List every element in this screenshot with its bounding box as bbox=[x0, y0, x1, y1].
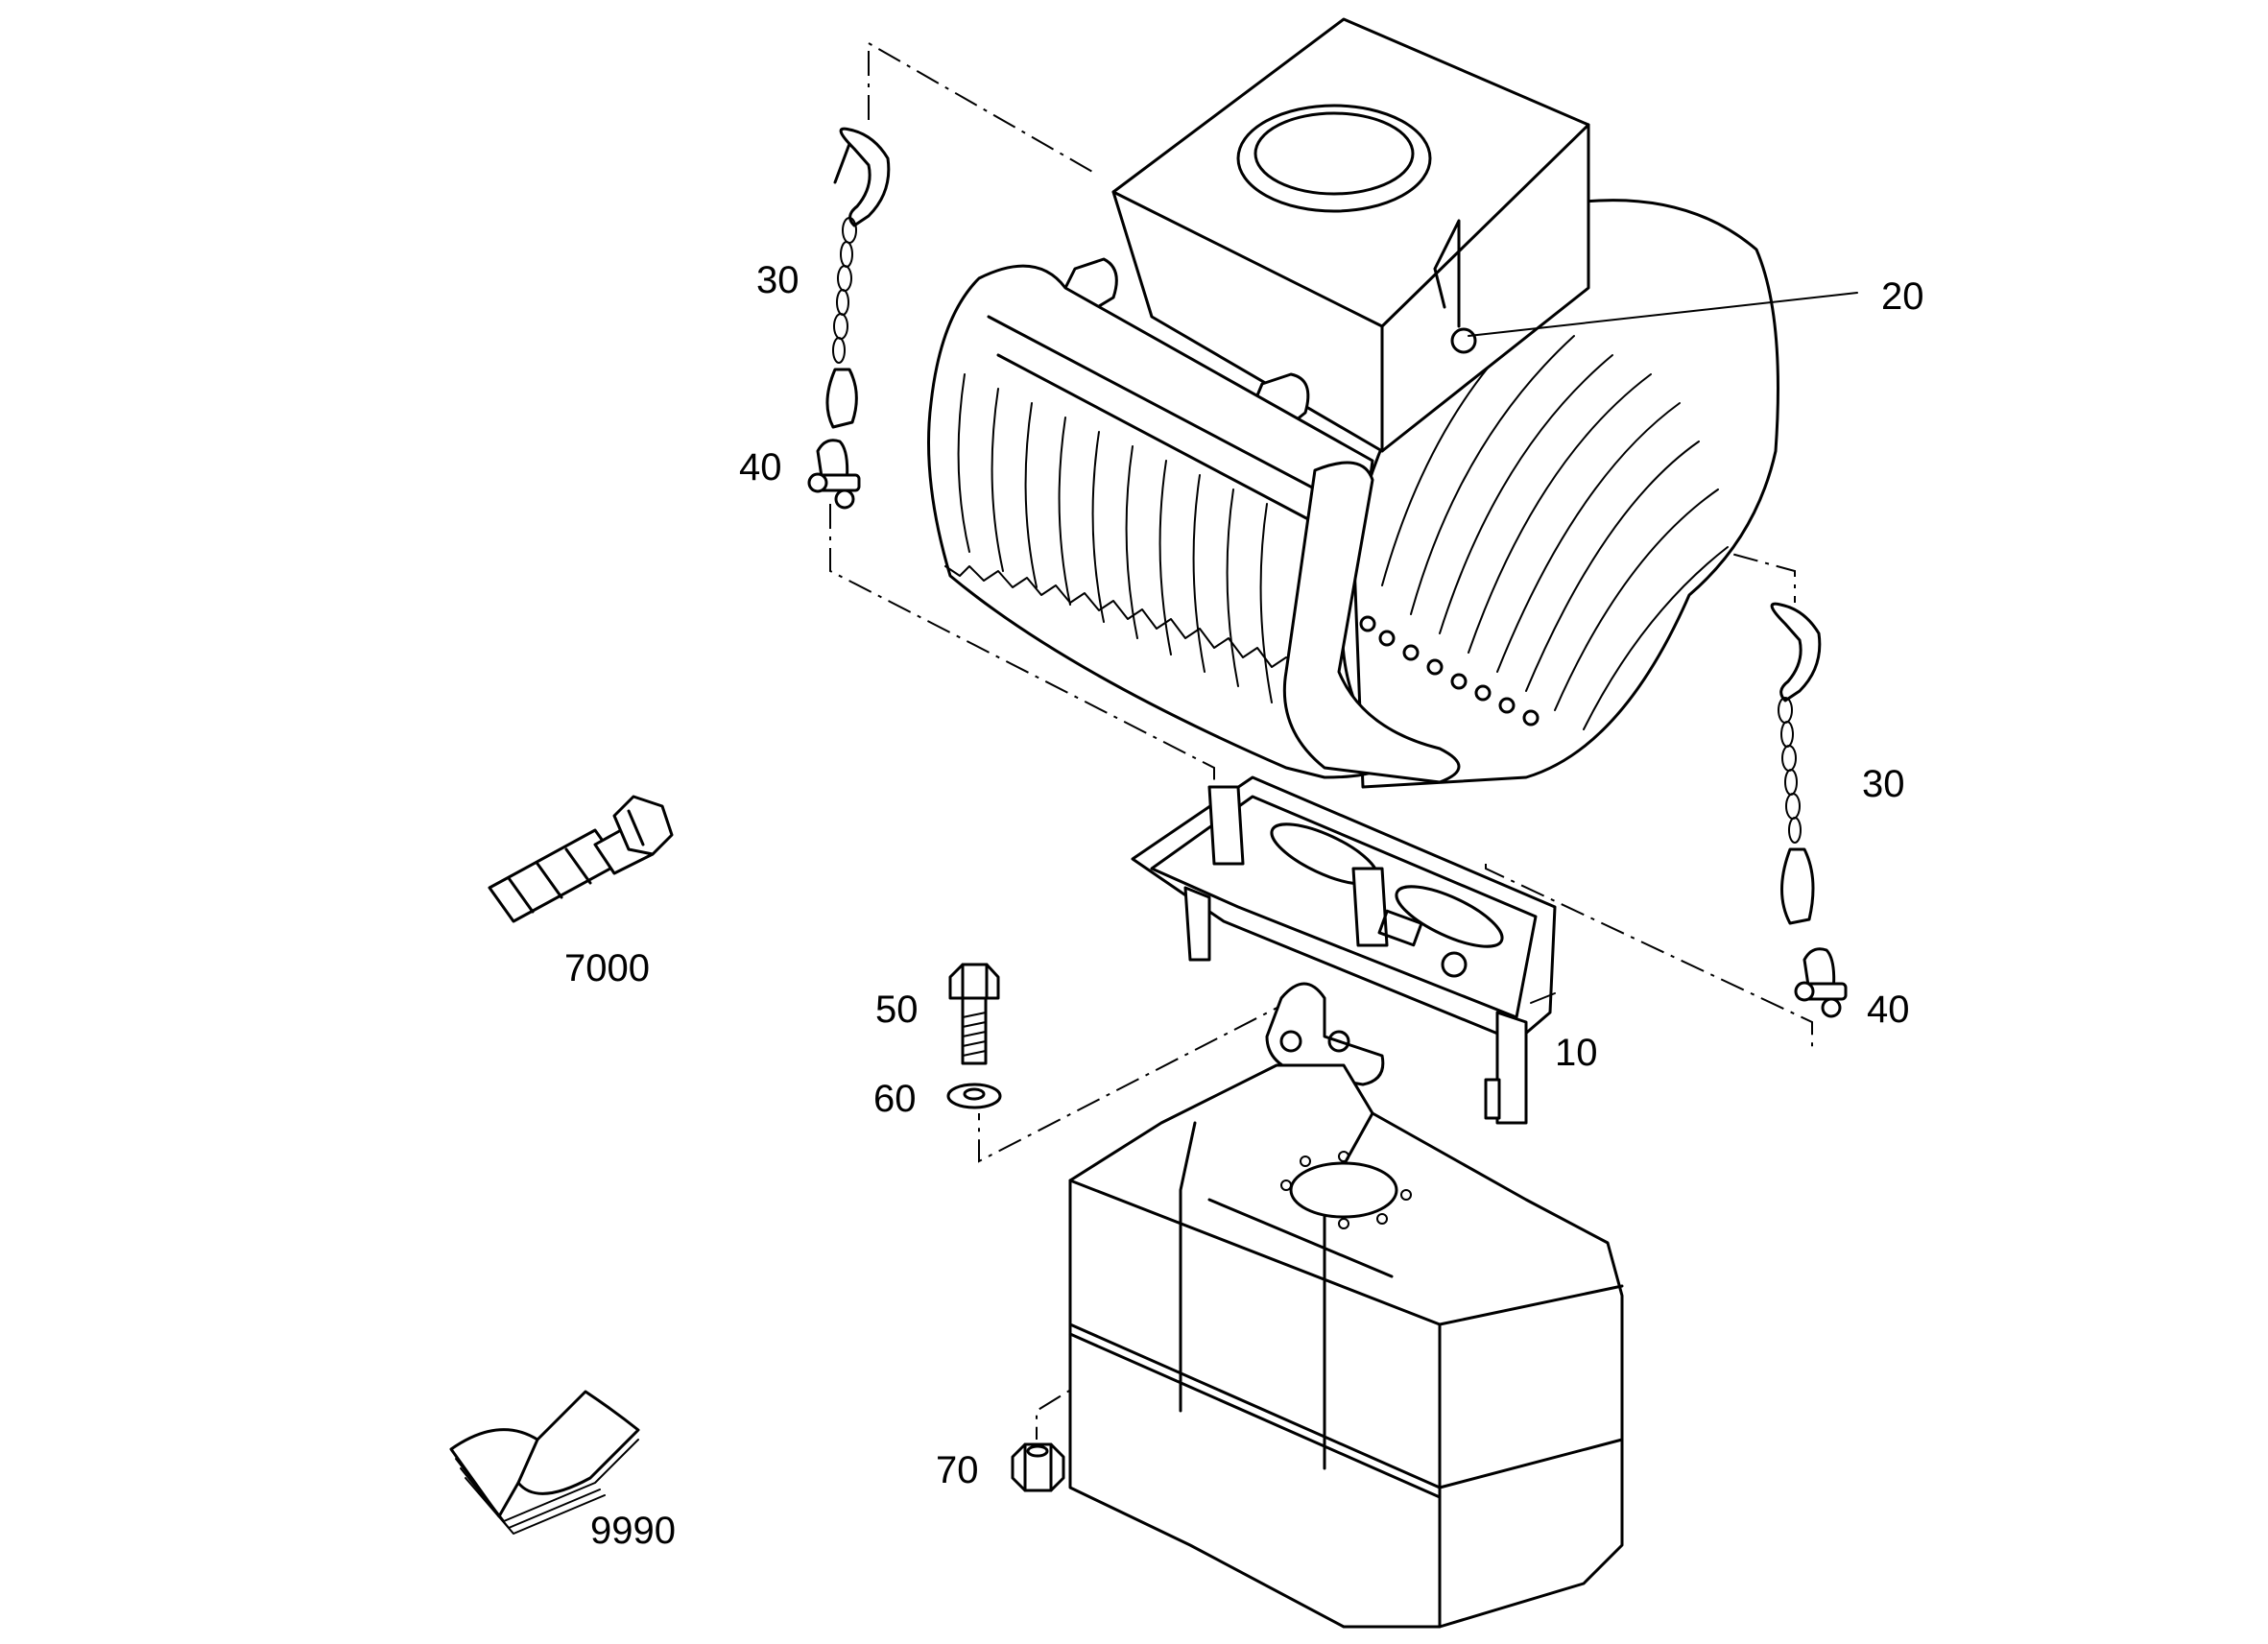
label-60: 60 bbox=[873, 1078, 917, 1120]
label-30-right: 30 bbox=[1862, 763, 1905, 805]
rear-tines bbox=[1381, 316, 1729, 730]
washer-part-60 bbox=[946, 1083, 1002, 1109]
shackle-right-part-40 bbox=[1794, 947, 1848, 1018]
label-40-right: 40 bbox=[1867, 989, 1910, 1031]
label-30-left: 30 bbox=[756, 259, 800, 301]
label-7000: 7000 bbox=[564, 947, 650, 989]
chain-hook-left-part-30 bbox=[825, 127, 891, 429]
front-tines bbox=[957, 373, 1273, 703]
chain-links-left bbox=[832, 217, 857, 364]
mounting-bracket-part-10 bbox=[1131, 775, 1557, 1125]
label-10: 10 bbox=[1555, 1032, 1598, 1074]
chain-links-right bbox=[1778, 697, 1802, 844]
label-50: 50 bbox=[875, 989, 919, 1031]
manual-book-part-9990 bbox=[449, 1390, 640, 1535]
pin-part-7000 bbox=[488, 795, 674, 923]
shackle-left-part-40 bbox=[807, 439, 861, 510]
chain-hook-right-part-30 bbox=[1770, 602, 1822, 925]
label-40-left: 40 bbox=[739, 446, 782, 488]
grapple-part-20 bbox=[927, 17, 1858, 789]
bolt-part-50 bbox=[948, 963, 1000, 1065]
nut-part-70 bbox=[1011, 1442, 1065, 1492]
bolt-thread bbox=[962, 1012, 987, 1057]
label-70: 70 bbox=[936, 1449, 979, 1491]
label-9990: 9990 bbox=[590, 1510, 676, 1552]
part-labels: 20 30 40 30 40 10 50 60 70 7000 9990 bbox=[564, 259, 1924, 1552]
rear-bolt-row bbox=[1359, 615, 1540, 727]
counterweight-base bbox=[1068, 1063, 1624, 1629]
label-20: 20 bbox=[1881, 275, 1924, 318]
